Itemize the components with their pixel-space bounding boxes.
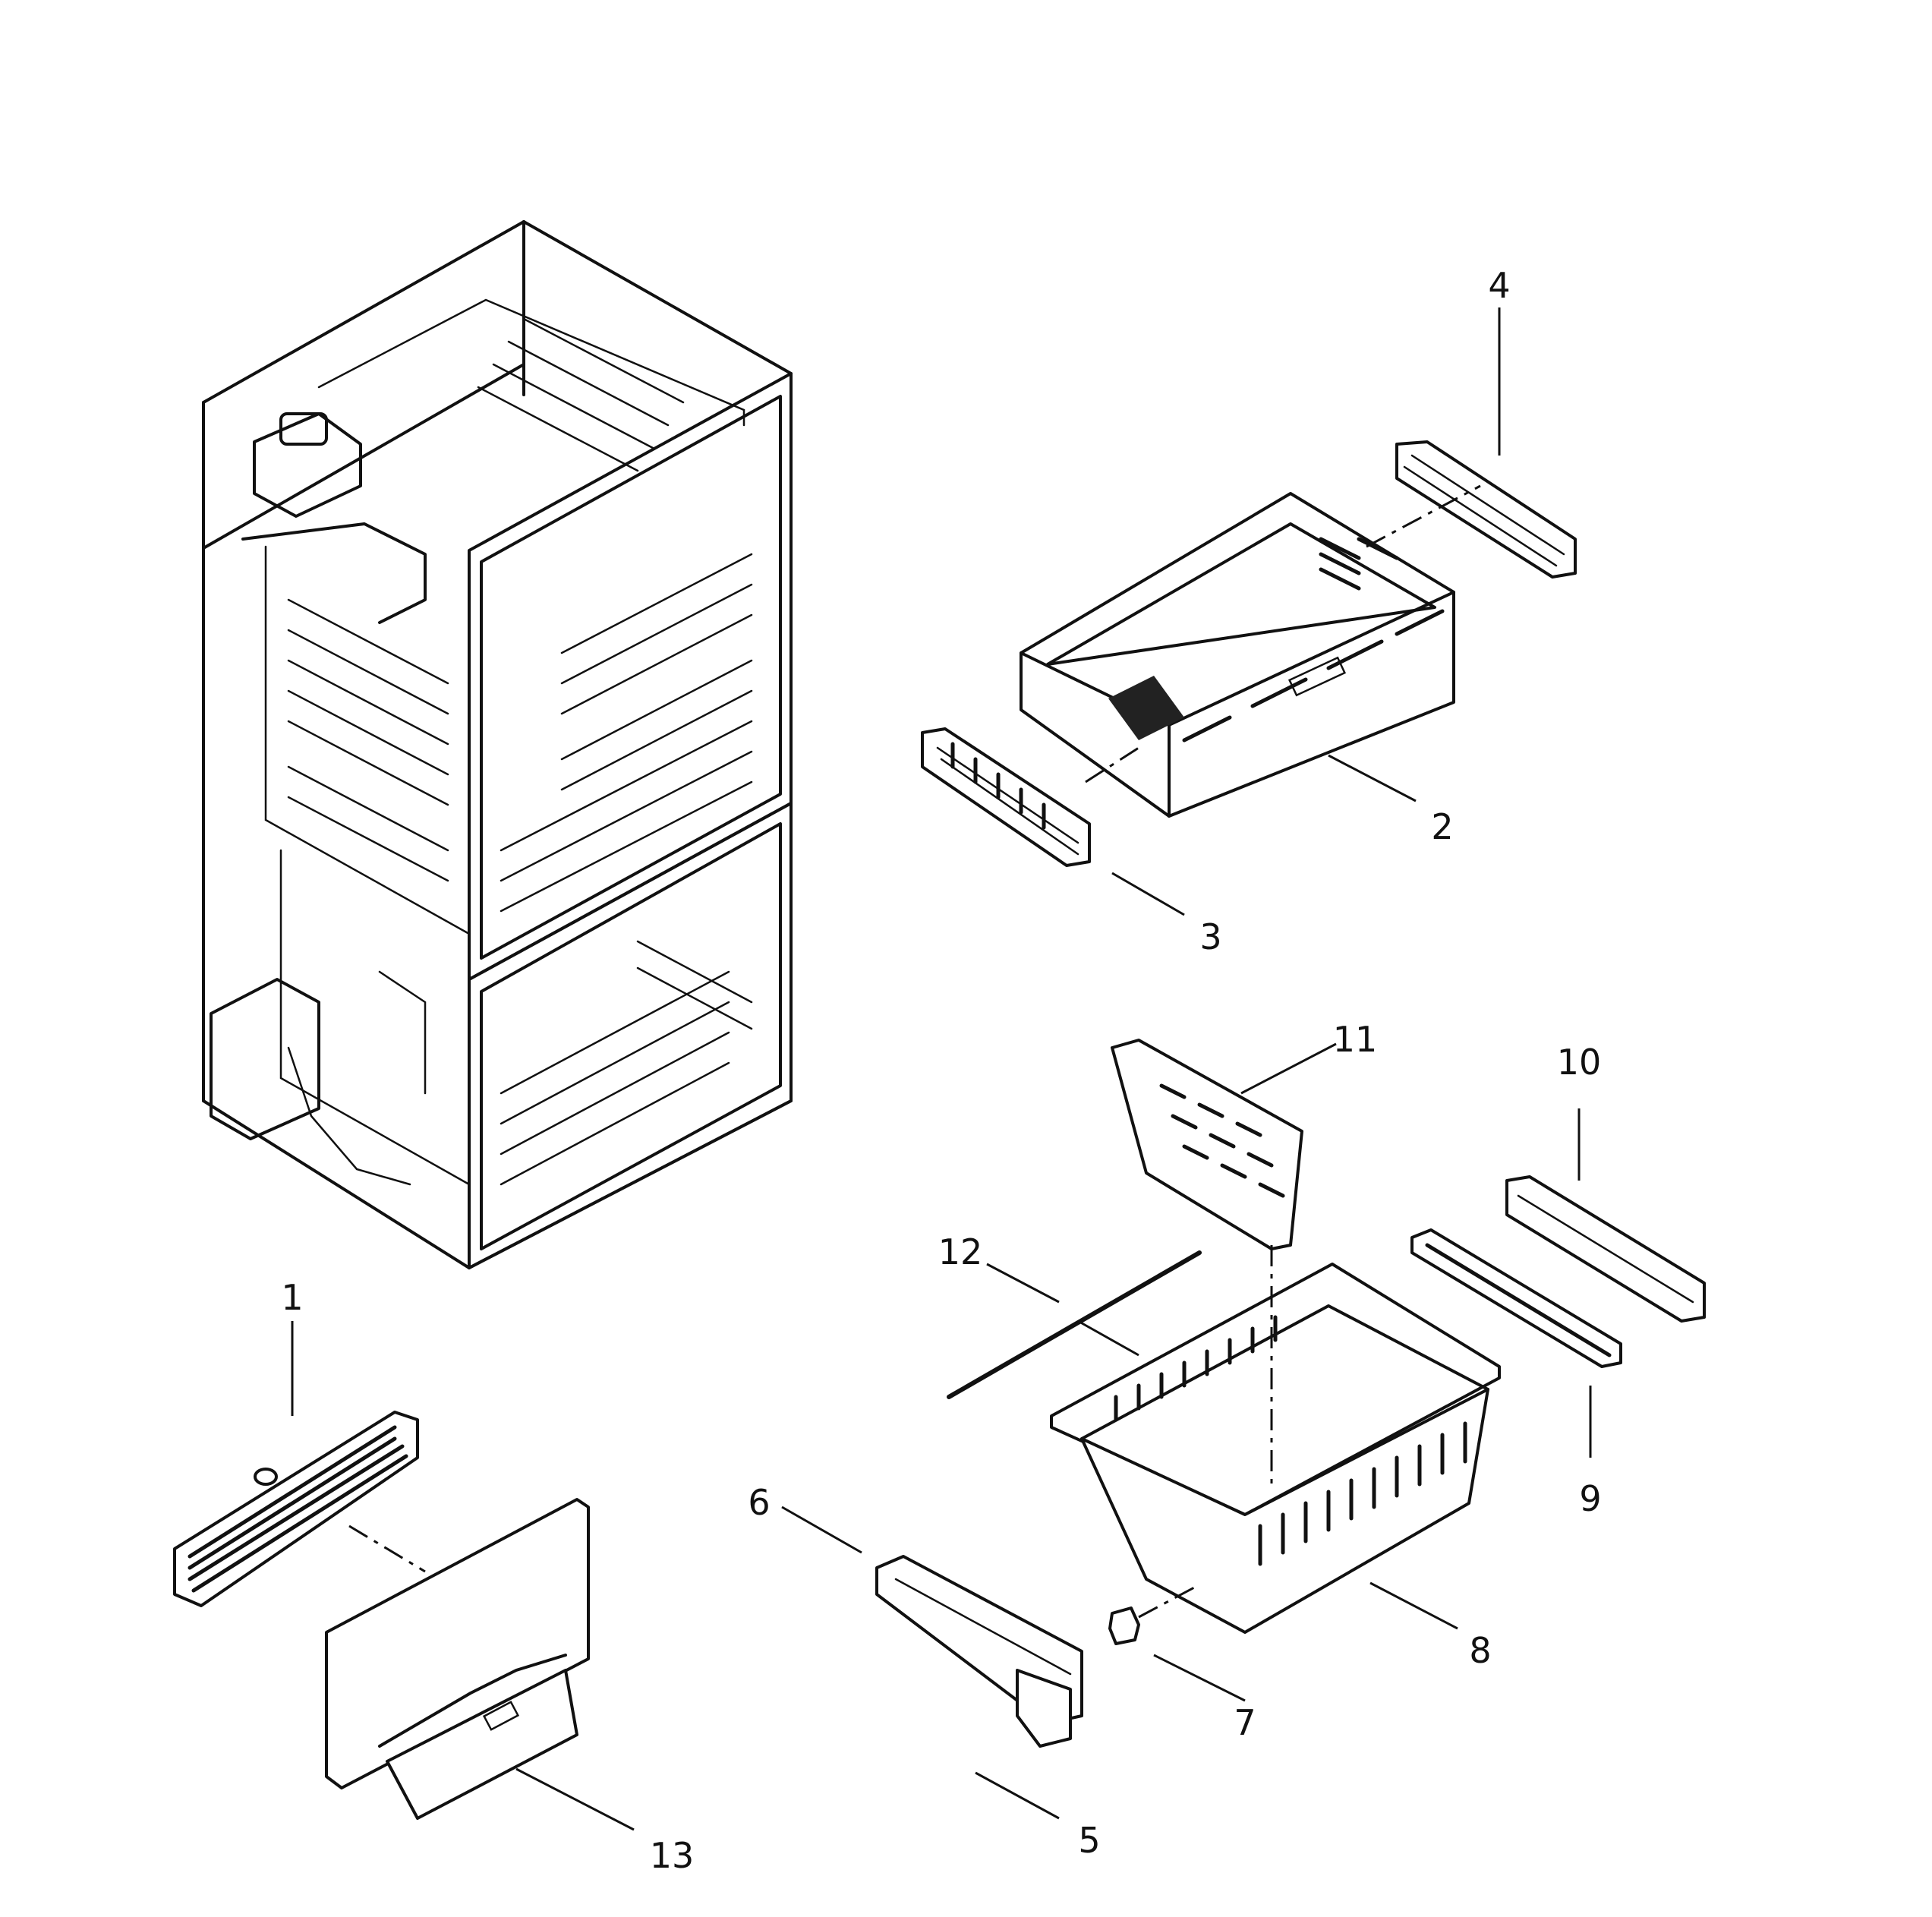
- callout-9: 9: [1579, 1478, 1601, 1519]
- part-11-divider: [1111, 1039, 1303, 1250]
- leader-lines: [291, 307, 1592, 1831]
- assembly-lines: [348, 484, 1481, 1619]
- callout-10: 10: [1557, 1042, 1602, 1083]
- callout-5: 5: [1078, 1820, 1100, 1861]
- callout-12: 12: [938, 1231, 983, 1272]
- callout-2: 2: [1431, 806, 1453, 847]
- callout-8: 8: [1469, 1630, 1491, 1671]
- part-12-rod: [947, 1250, 1202, 1399]
- callout-4: 4: [1488, 265, 1510, 306]
- callout-3: 3: [1199, 916, 1221, 957]
- part-8-basket: [1050, 1263, 1501, 1634]
- part-10-rail: [1505, 1175, 1706, 1323]
- part-4-rail: [1395, 440, 1577, 579]
- callout-7: 7: [1234, 1702, 1256, 1743]
- callout-labels: 1 2 3 4 5 6 7 8 9 10 11 12 13: [281, 265, 1601, 1876]
- callout-13: 13: [650, 1835, 695, 1876]
- part-3-divider: [921, 727, 1091, 867]
- part-6-slide: [875, 1555, 1083, 1748]
- callout-11: 11: [1333, 1019, 1378, 1060]
- part-2-drawer: [1020, 492, 1455, 818]
- callout-6: 6: [748, 1482, 770, 1523]
- part-1-evaporator: [173, 1411, 419, 1607]
- refrigerator-cabinet: [202, 220, 793, 1269]
- callout-1: 1: [281, 1277, 303, 1318]
- part-7-stopper: [1108, 1606, 1140, 1645]
- part-13-cover: [325, 1498, 590, 1820]
- part-9-rail: [1410, 1228, 1622, 1368]
